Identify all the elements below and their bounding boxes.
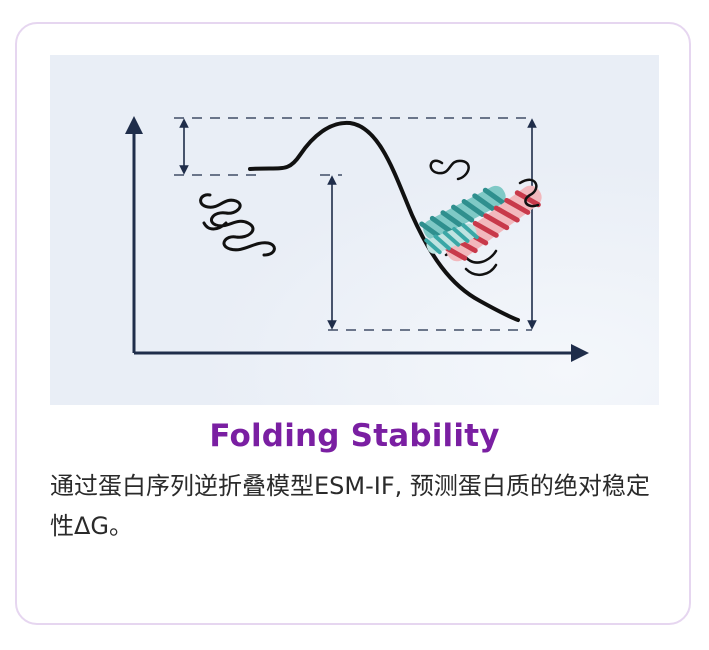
unfolded-protein-coil-icon [199,193,276,257]
folded-protein-helix-icon [419,159,542,277]
diagram-background [50,55,659,405]
folding-energy-diagram [50,55,659,405]
card-title: Folding Stability [209,418,500,454]
energy-landscape-curve [248,120,520,322]
dashed-reference-lines [174,117,532,331]
energy-diagram-svg [50,55,659,405]
double-arrows [179,118,537,330]
card-description: 通过蛋白序列逆折叠模型ESM-IF, 预测蛋白质的绝对稳定性ΔG。 [50,472,650,540]
